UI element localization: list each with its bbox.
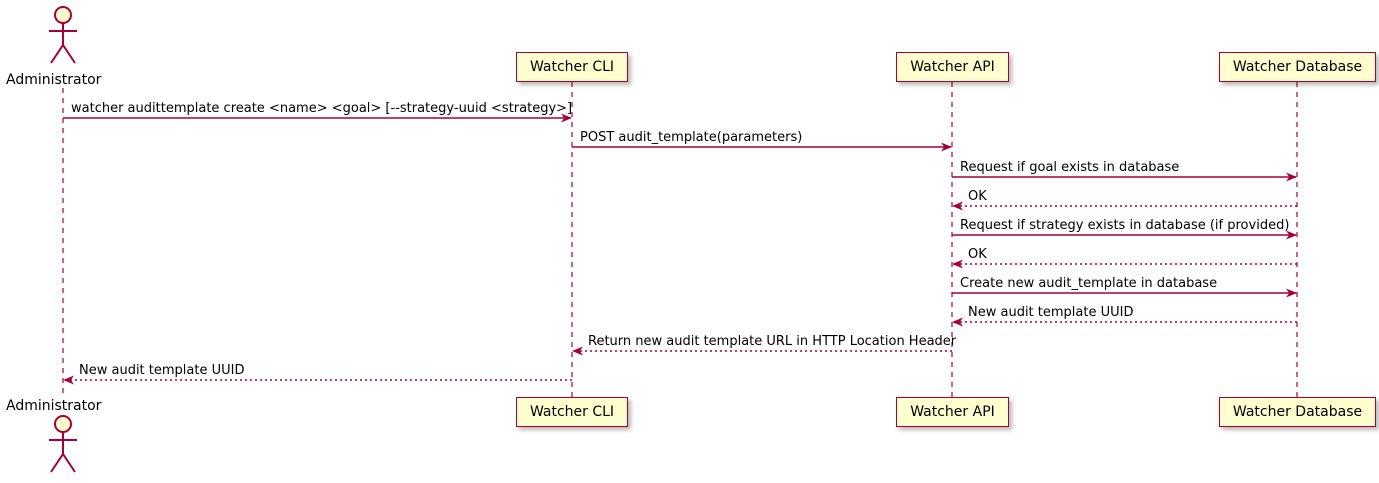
participant-box-watcher-db[interactable]: Watcher Database (1219, 52, 1376, 82)
participant-box-watcher-cli[interactable]: Watcher CLI (516, 52, 628, 82)
actor-figure-administrator (49, 415, 77, 473)
message-label-4: OK (968, 189, 987, 204)
participant-box-watcher-db[interactable]: Watcher Database (1219, 397, 1376, 427)
actor-label-administrator: Administrator (6, 72, 102, 88)
message-label-5: Request if strategy exists in database (… (960, 218, 1290, 233)
message-label-7: Create new audit_template in database (960, 276, 1218, 291)
participant-box-watcher-api[interactable]: Watcher API (896, 52, 1009, 82)
message-label-3: Request if goal exists in database (960, 160, 1180, 175)
actor-label-administrator: Administrator (6, 398, 102, 414)
message-label-8: New audit template UUID (968, 305, 1134, 320)
message-label-6: OK (968, 247, 987, 262)
actor-figure-administrator (49, 6, 77, 64)
message-label-10: New audit template UUID (79, 363, 245, 378)
message-label-1: watcher audittemplate create <name> <goa… (71, 101, 573, 116)
message-label-2: POST audit_template(parameters) (580, 130, 803, 145)
participant-box-watcher-api[interactable]: Watcher API (896, 397, 1009, 427)
message-label-9: Return new audit template URL in HTTP Lo… (588, 334, 957, 349)
participant-box-watcher-cli[interactable]: Watcher CLI (516, 397, 628, 427)
